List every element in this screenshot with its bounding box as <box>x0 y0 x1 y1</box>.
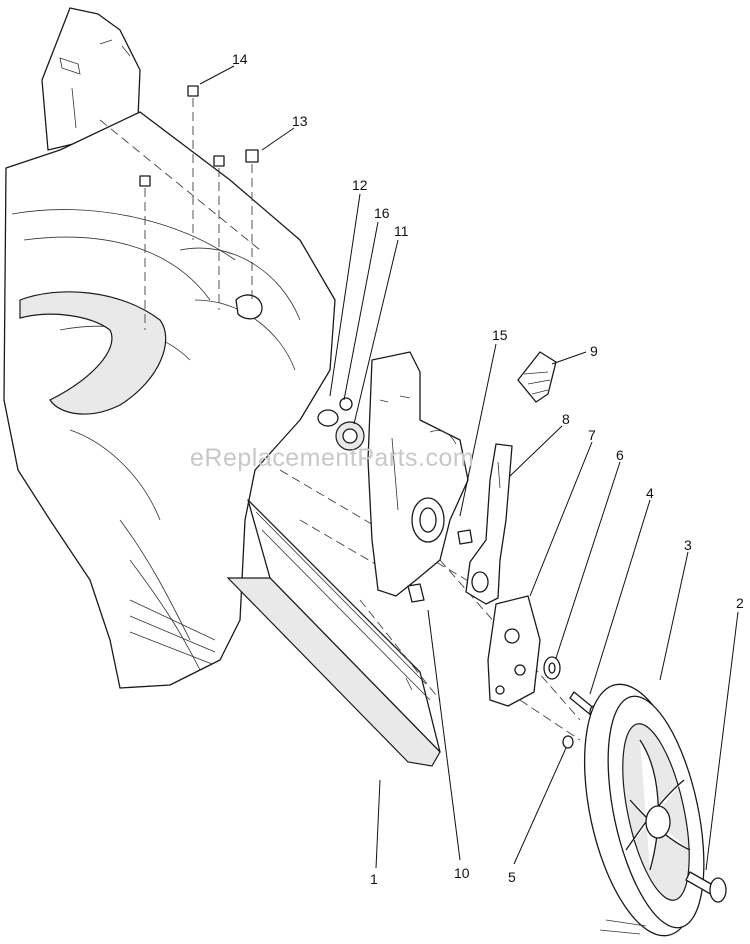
part-7-wheel-bracket <box>487 595 541 707</box>
watermark-text: eReplacementParts.com <box>190 444 474 472</box>
callout-12: 12 <box>352 177 368 193</box>
callout-15: 15 <box>492 327 508 343</box>
callout-1: 1 <box>370 871 378 887</box>
part-5-small-washer <box>562 735 574 749</box>
callout-9: 9 <box>590 343 598 359</box>
part-8-adjust-lever <box>465 443 513 605</box>
part-3-wheel <box>583 683 705 937</box>
callout-8: 8 <box>562 411 570 427</box>
part-6-washer <box>543 656 561 680</box>
callout-11: 11 <box>394 223 409 239</box>
parts-13-14-bolts <box>139 85 259 187</box>
callout-labels: 14 13 12 16 11 15 9 8 7 6 4 3 2 1 10 5 <box>232 51 744 887</box>
callout-5: 5 <box>508 869 516 885</box>
callout-6: 6 <box>616 447 624 463</box>
callout-2: 2 <box>736 595 744 611</box>
part-9-spring-knob <box>517 351 557 403</box>
callout-16: 16 <box>374 205 390 221</box>
leader-lines <box>199 65 739 871</box>
part-2-wheel-bolt <box>685 871 727 903</box>
parts-11-12-16-bushing <box>317 397 365 451</box>
callout-7: 7 <box>588 427 596 443</box>
callout-4: 4 <box>646 485 654 501</box>
callout-3: 3 <box>684 537 692 553</box>
height-adjust-plate <box>367 351 469 603</box>
part-1-rear-baffle <box>226 499 441 767</box>
callout-13: 13 <box>292 113 308 129</box>
part-15-pivot-hub <box>411 497 473 545</box>
callout-14: 14 <box>232 51 248 67</box>
callout-10: 10 <box>454 865 470 881</box>
